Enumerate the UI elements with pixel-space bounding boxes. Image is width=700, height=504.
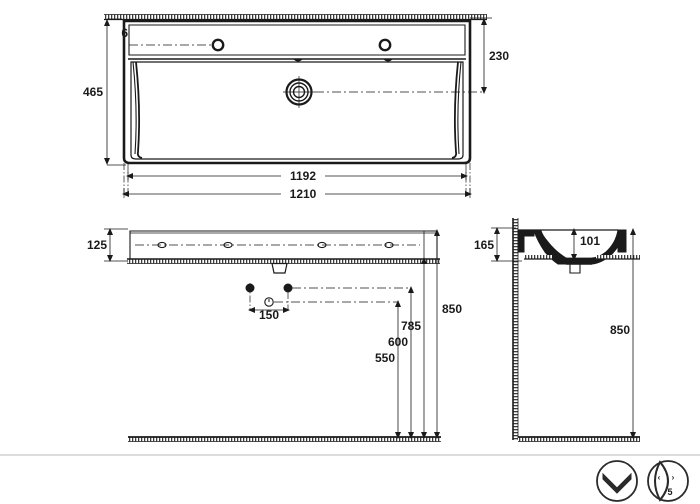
plan-view: 465 6 230	[83, 14, 509, 201]
dimension-785-label: 785	[401, 319, 421, 333]
front-floor-hatch	[127, 258, 440, 264]
dimension-165: 165	[474, 227, 522, 262]
dimension-101: 101	[571, 228, 600, 261]
dimension-125: 125	[87, 228, 128, 262]
dimension-850-front: 850	[434, 229, 462, 439]
dimension-150-label: 150	[259, 308, 279, 322]
dimension-600-label: 600	[388, 335, 408, 349]
dimension-850-side: 850	[610, 228, 636, 439]
lens-shape-icon	[654, 460, 669, 502]
arrow-right-icon: ›	[672, 473, 675, 482]
side-basin-profile	[517, 229, 627, 274]
dimension-600: 600	[388, 286, 414, 439]
plan-tap-hole-left	[211, 38, 225, 52]
plan-drain-outlet	[283, 76, 315, 108]
dimension-125-label: 125	[87, 238, 107, 252]
front-elevation-view: 150 125 550	[87, 228, 462, 442]
dimension-1210: 1210	[122, 187, 472, 201]
dimension-550: 550	[375, 300, 401, 439]
dimension-101-label: 101	[580, 234, 600, 248]
dimension-1192: 1192	[126, 169, 468, 183]
dimension-1192-label: 1192	[290, 169, 316, 183]
tap-hole-count-label: 5	[667, 487, 672, 497]
dimension-1210-label: 1210	[290, 187, 317, 201]
side-wall-hatch	[512, 218, 519, 440]
dimension-850-side-label: 850	[610, 323, 630, 337]
front-drain-marker	[264, 297, 274, 307]
dimension-230: 230	[470, 17, 509, 94]
dimension-165-label: 165	[474, 238, 494, 252]
side-floor-line	[518, 436, 640, 442]
dimension-6-label: 6	[121, 26, 128, 40]
dimension-465: 465	[83, 18, 126, 166]
side-section-view: 165 101 850	[474, 218, 640, 442]
dimension-850-front-label: 850	[442, 302, 462, 316]
plan-wall-hatch	[104, 14, 487, 21]
front-supply-connections	[245, 283, 293, 293]
legend-icon-tap-hole-count: ‹ › 5	[647, 460, 689, 502]
dimension-550-label: 550	[375, 351, 395, 365]
arrow-left-icon: ‹	[658, 473, 661, 482]
dimension-785: 785	[401, 257, 427, 439]
chevron-down-icon	[602, 472, 632, 494]
dimension-465-label: 465	[83, 85, 103, 99]
dimension-6: 6	[121, 26, 130, 47]
dimension-150: 150	[248, 307, 290, 322]
legend-icon-basin-shape	[596, 460, 638, 502]
dimension-230-label: 230	[489, 49, 509, 63]
front-floor-line	[128, 436, 441, 442]
plan-tap-hole-right	[378, 38, 392, 52]
